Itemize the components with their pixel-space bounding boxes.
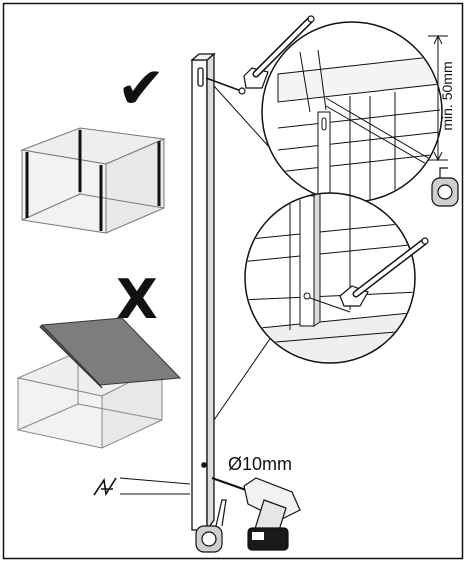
upper-detail-circle: [261, 21, 443, 203]
wrench-icon: [205, 15, 315, 95]
drill-diameter-label: Ø10mm: [228, 454, 292, 474]
tape-measure-icon: [431, 167, 459, 207]
incorrect-box-illustration: [16, 317, 182, 449]
drill-icon: [211, 477, 301, 551]
detail-guide-lines: [213, 85, 277, 421]
correct-check-mark: ✔: [117, 54, 166, 122]
main-post: [190, 52, 216, 533]
correct-frame-illustration: [20, 127, 166, 234]
tape-measure-icon: [195, 499, 227, 553]
angle-icon: [93, 477, 191, 497]
min-distance-dimension: [428, 34, 448, 162]
wrench-icon: [339, 237, 429, 307]
upper-detail-content: [277, 49, 441, 200]
min-distance-label: min. 50mm: [439, 61, 455, 130]
